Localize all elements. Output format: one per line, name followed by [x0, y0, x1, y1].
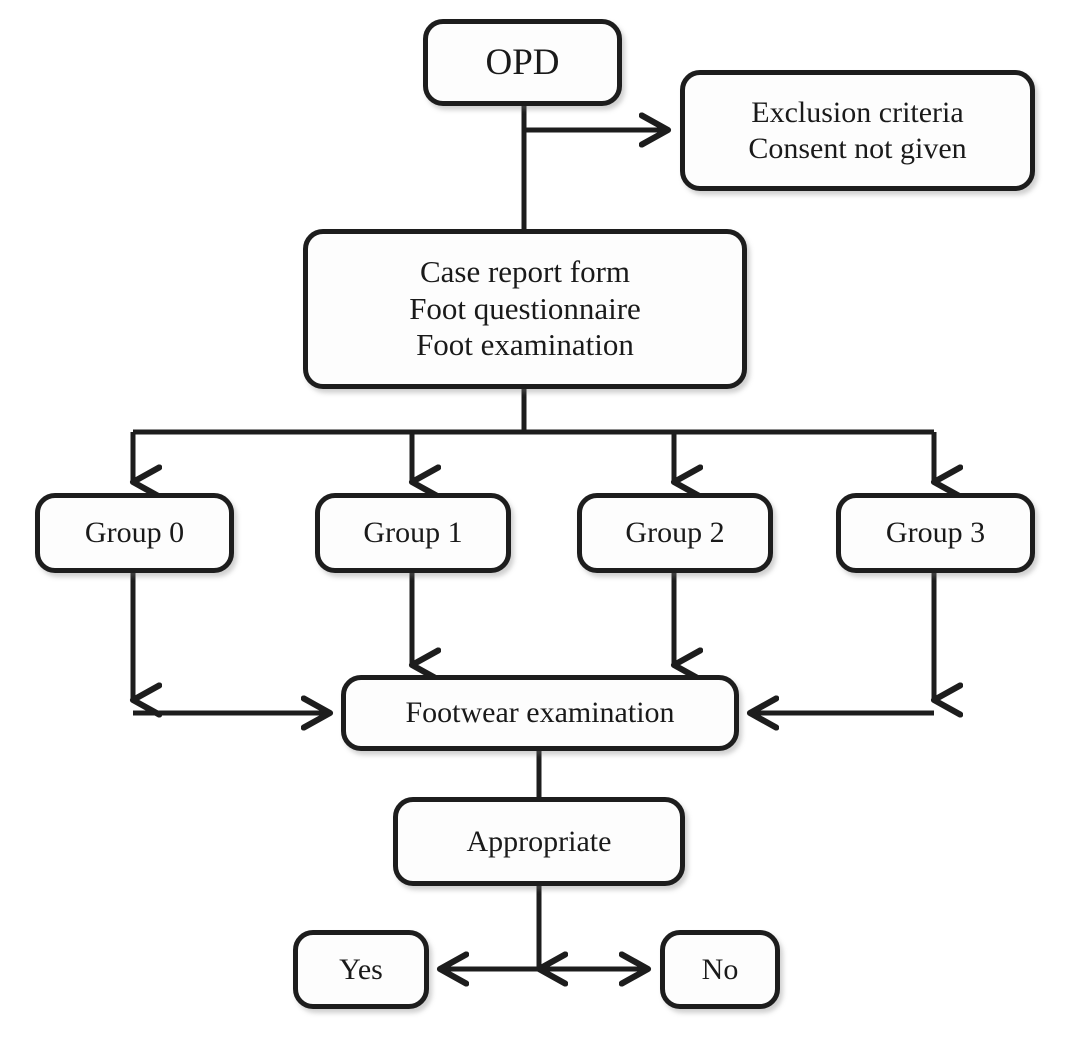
node-appropriate-label: Appropriate [466, 824, 612, 858]
node-opd-label: OPD [485, 41, 560, 83]
node-group-3-label: Group 3 [885, 516, 986, 550]
node-footwear-examination-label: Footwear examination [405, 696, 675, 730]
node-yes[interactable]: Yes [293, 930, 429, 1009]
node-group-1[interactable]: Group 1 [315, 493, 511, 573]
node-exclusion-criteria[interactable]: Exclusion criteria Consent not given [680, 70, 1035, 191]
node-yes-label: Yes [339, 952, 383, 986]
node-no-label: No [701, 952, 739, 986]
node-footwear-examination[interactable]: Footwear examination [341, 675, 739, 751]
node-group-1-label: Group 1 [363, 516, 463, 550]
node-no[interactable]: No [660, 930, 780, 1009]
node-appropriate[interactable]: Appropriate [393, 797, 685, 886]
node-opd[interactable]: OPD [423, 19, 622, 106]
node-group-2[interactable]: Group 2 [577, 493, 773, 573]
node-exclusion-criteria-label: Exclusion criteria Consent not given [748, 96, 967, 165]
node-group-0[interactable]: Group 0 [35, 493, 234, 573]
node-case-report-form[interactable]: Case report form Foot questionnaire Foot… [303, 229, 747, 389]
node-group-0-label: Group 0 [84, 516, 185, 550]
node-case-report-form-label: Case report form Foot questionnaire Foot… [409, 254, 641, 363]
node-group-3[interactable]: Group 3 [836, 493, 1035, 573]
node-group-2-label: Group 2 [625, 516, 725, 550]
